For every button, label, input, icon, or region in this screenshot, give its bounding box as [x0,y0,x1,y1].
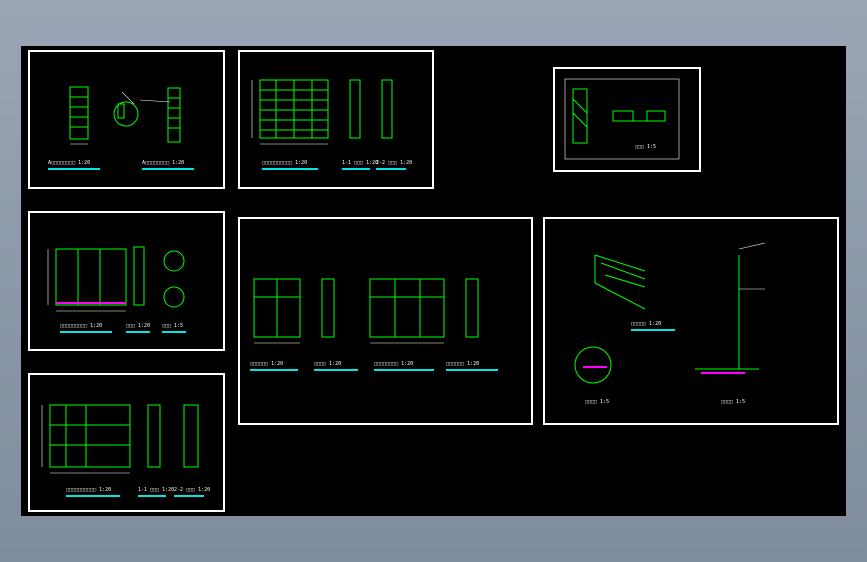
caption-underline [142,168,194,170]
sheet-2-linework [251,79,393,145]
drawing-sheet-2[interactable]: □□□□□□□□□□ 1:20 1-1 □□□ 1:20 2-2 □□□ 1:2… [238,50,434,189]
caption-underline [314,369,358,371]
sheet-7-caption-3: 2-2 □□□ 1:20 [174,487,211,493]
sheet-2-caption-1: □□□□□□□□□□ 1:20 [262,160,308,166]
sheet-4-caption-2: □□□ 1:20 [126,323,151,329]
sheet-4-caption-1: □□□□□□□□□ 1:20 [60,323,103,329]
sheet-5-caption-2: □□□□ 1:20 [314,361,342,367]
sheet-2-caption-3: 2-2 □□□ 1:20 [376,160,413,166]
sheet-6-caption-2: □□□□ 1:5 [585,399,610,405]
caption-underline [446,369,498,371]
drawing-sheet-6[interactable]: □□□□□ 1:20 □□□□ 1:5 □□□□ 1:5 [543,217,839,425]
sheet-7-caption-2: 1-1 □□□ 1:20 [138,487,175,493]
sheet-3-caption-1: □□□ 1:5 [635,144,657,150]
caption-underline [262,168,318,170]
sheet-3-linework [564,78,680,160]
sheet-1-linework [69,86,181,145]
sheet-4-linework [47,246,185,312]
drawing-sheet-5[interactable]: □□□□□□ 1:20 □□□□ 1:20 □□□□□□□□ 1:20 □□□□… [238,217,533,425]
caption-underline [126,331,150,333]
sheet-7-linework [41,404,199,474]
caption-underline [374,369,434,371]
caption-underline [631,329,675,331]
sheet-4-caption-3: □□□ 1:5 [162,323,184,329]
drawing-sheet-4[interactable]: □□□□□□□□□ 1:20 □□□ 1:20 □□□ 1:5 [28,211,225,351]
caption-underline [162,331,186,333]
caption-underline [48,168,100,170]
sheet-6-caption-1: □□□□□ 1:20 [631,321,662,327]
sheet-1-caption-1: A□□□□□□□□ 1:20 [48,160,91,166]
sheet-5-caption-1: □□□□□□ 1:20 [250,361,284,367]
drawing-sheet-1[interactable]: A□□□□□□□□ 1:20 A□□□□□□□□ 1:20 [28,50,225,189]
sheet-6-linework [574,242,766,384]
caption-underline [342,168,370,170]
sheet-5-linework [253,278,479,344]
sheet-7-caption-1: □□□□□□□□□□ 1:20 [66,487,112,493]
caption-underline [376,168,406,170]
caption-underline [138,495,166,497]
sheet-1-caption-2: A□□□□□□□□ 1:20 [142,160,185,166]
caption-underline [60,331,112,333]
caption-underline [174,495,204,497]
sheet-6-caption-3: □□□□ 1:5 [721,399,746,405]
drawing-sheet-3[interactable]: □□□ 1:5 [553,67,701,172]
model-space-viewport[interactable]: A□□□□□□□□ 1:20 A□□□□□□□□ 1:20 □□□□□□□□□□… [21,46,846,516]
sheet-5-caption-3: □□□□□□□□ 1:20 [374,361,414,367]
caption-underline [250,369,298,371]
drawing-sheet-7[interactable]: □□□□□□□□□□ 1:20 1-1 □□□ 1:20 2-2 □□□ 1:2… [28,373,225,512]
caption-underline [66,495,120,497]
sheet-5-caption-4: □□□□□□ 1:20 [446,361,480,367]
sheet-2-caption-2: 1-1 □□□ 1:20 [342,160,379,166]
